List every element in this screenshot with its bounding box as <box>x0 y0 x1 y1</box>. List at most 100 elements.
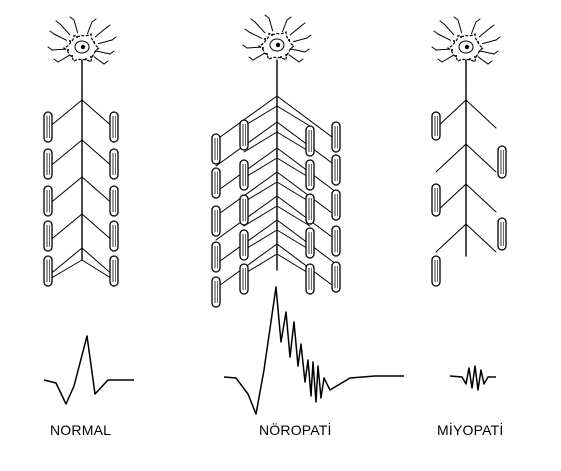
axon-branch <box>81 213 115 243</box>
muscle-fiber-outline <box>331 189 341 221</box>
muscle-fiber-outline <box>305 125 315 157</box>
muscle-fiber <box>331 154 341 186</box>
neuron-nucleolus <box>80 44 86 50</box>
axon-branch <box>243 229 278 251</box>
muscle-fiber-outline <box>305 159 315 191</box>
axon-branch <box>435 99 467 129</box>
muscle-fiber <box>497 145 507 179</box>
soma-granule <box>264 38 266 40</box>
dendrite-branch <box>431 46 437 51</box>
dendrite-branch <box>242 44 248 49</box>
axon-branch <box>215 171 278 217</box>
muscle-fiber-outline <box>109 185 119 217</box>
soma-granule <box>455 55 457 57</box>
muscle-fiber <box>43 185 53 217</box>
axon-branch <box>435 223 467 253</box>
muscle-fiber <box>211 133 221 165</box>
dendrite-branch <box>298 58 304 63</box>
axon-branch <box>215 95 278 141</box>
muscle-fiber <box>239 229 249 261</box>
dendrite-branch <box>495 36 501 41</box>
dendrite <box>93 56 105 65</box>
soma-granule <box>469 58 471 60</box>
motor-unit-neuropathy <box>211 59 341 308</box>
dendrite <box>289 25 302 36</box>
muscle-fiber <box>305 263 315 295</box>
muscle-fiber <box>109 111 119 143</box>
soma-granule <box>290 48 292 50</box>
axon-branch <box>276 131 311 153</box>
soma-granule <box>271 34 273 36</box>
soma-granule <box>288 39 290 41</box>
dendrite-branch <box>53 58 59 63</box>
emg-trace-neuropathy <box>223 286 404 415</box>
dendrite-branch <box>250 18 256 23</box>
axon-branch <box>276 229 311 251</box>
emg-trace-myopathy <box>449 365 496 391</box>
dendrite <box>443 23 455 36</box>
dendrite <box>480 50 495 55</box>
soma-granule <box>460 36 462 38</box>
dendrite <box>87 21 93 35</box>
soma-granule <box>262 47 264 49</box>
muscle-fiber <box>43 255 53 287</box>
muscle-fiber <box>305 193 315 225</box>
axon-branch <box>276 181 311 203</box>
axon-branch <box>276 95 337 141</box>
muscle-fiber <box>211 276 221 308</box>
neuron-neuropathy <box>242 14 312 63</box>
muscle-fiber <box>211 241 221 273</box>
axon-branch <box>243 205 278 227</box>
soma-granule <box>76 36 78 38</box>
muscle-fiber <box>43 220 53 252</box>
muscle-fiber <box>109 220 119 252</box>
dendrite <box>57 55 70 63</box>
muscle-fiber-outline <box>109 111 119 143</box>
muscle-fiber <box>43 148 53 180</box>
muscle-fiber-outline <box>331 225 341 257</box>
muscle-fiber-outline <box>211 276 221 308</box>
muscle-fiber-outline <box>211 205 221 237</box>
soma-granule <box>90 56 92 58</box>
soma-granule <box>479 50 481 52</box>
muscle-fiber <box>239 194 249 226</box>
muscle-fiber <box>109 148 119 180</box>
dendrite-branch <box>103 60 109 65</box>
muscle-fiber-outline <box>497 145 507 179</box>
dendrite-branch <box>286 16 292 21</box>
muscle-fiber-outline <box>109 220 119 252</box>
muscle-fiber <box>431 183 441 217</box>
muscle-fiber <box>431 111 441 141</box>
dendrite <box>73 19 79 34</box>
label-neuropathy: NÖROPATİ <box>259 422 332 438</box>
dendrite <box>291 48 306 53</box>
soma-granule <box>453 40 455 42</box>
dendrite-branch <box>439 20 445 25</box>
dendrite-branch <box>111 36 117 41</box>
axon-branch <box>465 143 497 173</box>
dendrite <box>435 48 450 51</box>
dendrite <box>471 21 477 35</box>
dendrite <box>94 27 107 38</box>
axon-branch <box>243 131 278 153</box>
dendrite-branch <box>109 50 115 55</box>
muscle-fiber <box>109 185 119 217</box>
muscle-fiber-outline <box>239 159 249 191</box>
axon-branch <box>465 99 497 129</box>
muscle-fiber-outline <box>239 263 249 295</box>
axon-branch <box>47 99 83 129</box>
dendrite <box>53 33 68 41</box>
muscle-fiber <box>305 159 315 191</box>
emg-trace-normal <box>43 335 134 405</box>
dendrite-branch <box>264 14 270 19</box>
dendrite <box>268 17 274 32</box>
muscle-fiber <box>211 167 221 199</box>
dendrite-branch <box>306 34 312 39</box>
muscle-fiber-outline <box>239 194 249 226</box>
muscle-fiber <box>239 119 249 151</box>
dendrite <box>437 33 452 41</box>
soma-granule <box>285 54 287 56</box>
dendrite <box>59 23 71 36</box>
neuron-nucleolus <box>464 44 470 50</box>
muscle-fiber-outline <box>331 261 341 293</box>
